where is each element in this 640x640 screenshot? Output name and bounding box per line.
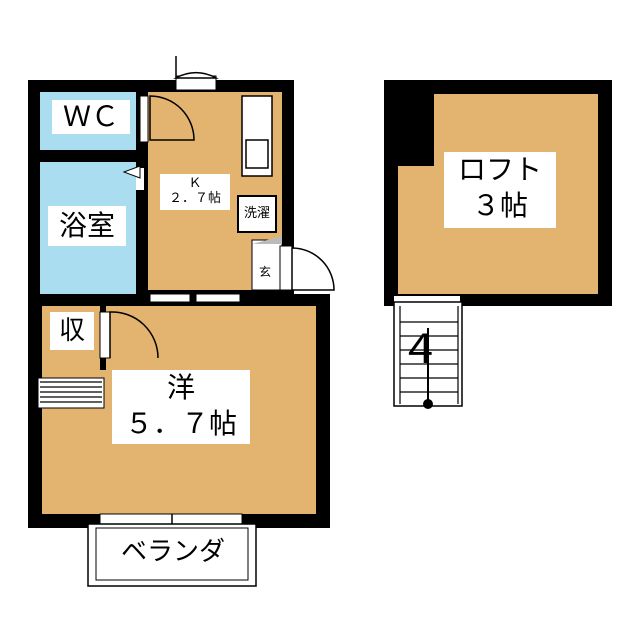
laundry-label: 洗濯 bbox=[240, 200, 274, 228]
top-door-swing bbox=[173, 71, 219, 79]
opening-kitchen-western-2 bbox=[195, 293, 241, 303]
wc-door-swing bbox=[149, 95, 195, 141]
kitchen-size: ２．７帖 bbox=[168, 191, 221, 206]
storage-door-swing bbox=[109, 311, 159, 359]
entrance-door-gap bbox=[279, 245, 293, 291]
bath-door-gap bbox=[136, 168, 144, 190]
storage-label: 収 bbox=[50, 312, 94, 350]
wc-door-gap bbox=[139, 95, 149, 143]
storage-door-gap bbox=[99, 311, 111, 359]
loft-corner bbox=[390, 86, 434, 166]
kitchen-name: Ｋ bbox=[188, 176, 202, 191]
kitchen-label: Ｋ ２．７帖 bbox=[160, 174, 230, 210]
entrance-step bbox=[252, 236, 282, 244]
western-room-size: ５．７帖 bbox=[124, 407, 237, 440]
western-room-name: 洋 bbox=[166, 371, 195, 404]
opening-kitchen-western bbox=[149, 293, 191, 303]
loft-label: ロフト ３帖 bbox=[444, 152, 556, 228]
entrance-door-swing bbox=[291, 247, 335, 291]
entrance-label: 玄 bbox=[254, 260, 276, 284]
western-room-label: 洋 ５．７帖 bbox=[112, 370, 250, 444]
veranda-label: ベランダ bbox=[120, 537, 225, 567]
stair-arrow-dot bbox=[423, 399, 433, 409]
kitchen-sink bbox=[245, 139, 269, 169]
loft-size: ３帖 bbox=[471, 189, 528, 222]
veranda-inner bbox=[95, 527, 249, 581]
bath-label: 浴室 bbox=[48, 206, 126, 246]
wc-label: ＷＣ bbox=[52, 100, 130, 134]
shelf-lines bbox=[40, 381, 102, 403]
loft-name: ロフト bbox=[457, 153, 542, 186]
stair-label: ４ bbox=[400, 327, 440, 373]
bath-door-mark bbox=[122, 165, 141, 179]
shelf bbox=[37, 377, 105, 409]
